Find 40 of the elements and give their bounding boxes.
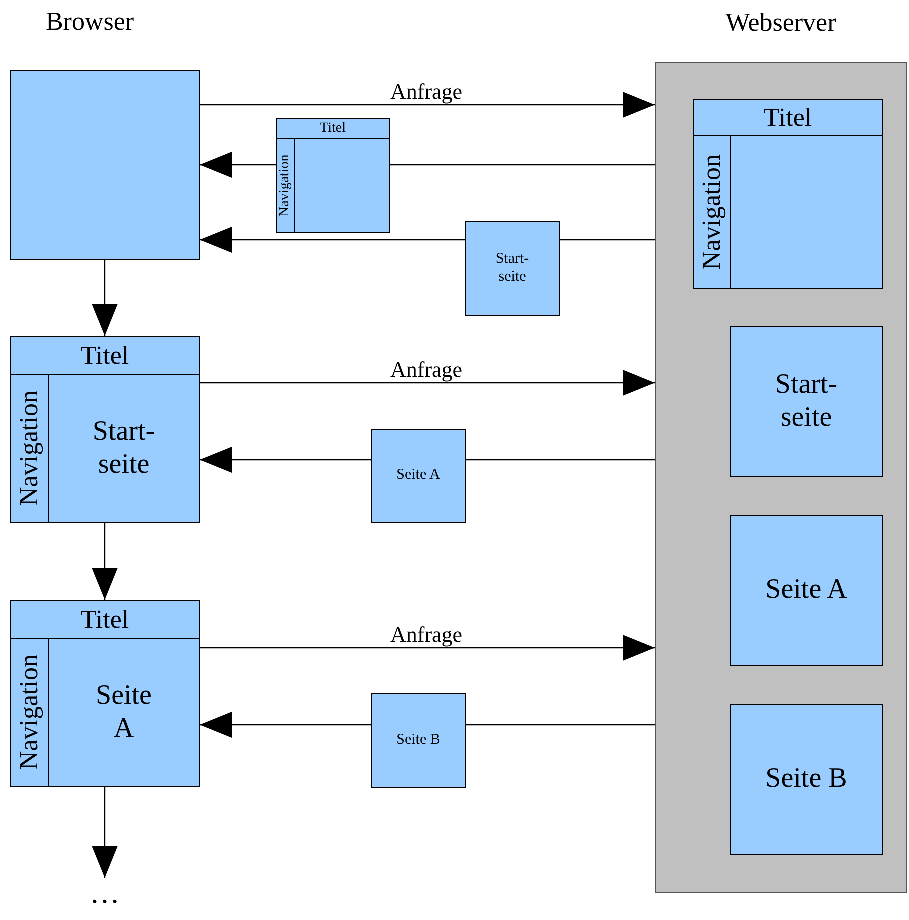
page-title: Seite B xyxy=(764,762,848,796)
arrow xyxy=(200,370,655,396)
title-bar: Titel xyxy=(694,100,882,136)
page-box xyxy=(730,515,883,666)
page-title: Seite A xyxy=(396,466,442,486)
arrow xyxy=(92,260,118,336)
arrow xyxy=(200,152,276,178)
page-title: Seite A xyxy=(764,573,848,608)
page-box xyxy=(371,429,466,523)
arrow xyxy=(200,635,655,661)
navigation-bar: Navigation xyxy=(277,139,295,232)
page-title: Start- seite xyxy=(494,250,530,286)
navigation-bar: Navigation xyxy=(694,136,731,288)
page-layout-box xyxy=(693,99,883,289)
arrow xyxy=(200,447,371,473)
page-title: Start- seite xyxy=(92,415,156,482)
page-layout-box xyxy=(10,336,200,523)
page-box xyxy=(465,221,560,316)
page-title: Start- seite xyxy=(774,368,839,434)
title-bar: Titel xyxy=(277,119,389,139)
title-bar: Titel xyxy=(11,601,199,639)
page-box xyxy=(10,70,200,260)
page-title: Seite A xyxy=(95,679,153,746)
arrow xyxy=(200,92,655,118)
page-box xyxy=(730,704,883,855)
arrow xyxy=(200,227,465,253)
page-box xyxy=(730,326,883,477)
arrow xyxy=(92,787,118,878)
page-title: Seite B xyxy=(396,730,442,750)
page-box xyxy=(371,693,466,788)
arrow xyxy=(200,712,371,738)
column-heading: Webserver xyxy=(724,7,838,40)
navigation-bar: Navigation xyxy=(11,375,49,522)
page-layout-box xyxy=(10,600,200,787)
page-layout-box xyxy=(276,118,390,233)
column-heading: Browser xyxy=(44,6,136,38)
title-bar: Titel xyxy=(11,337,199,375)
arrow xyxy=(92,523,118,600)
navigation-bar: Navigation xyxy=(11,639,49,786)
ellipsis-text: … xyxy=(89,878,121,910)
